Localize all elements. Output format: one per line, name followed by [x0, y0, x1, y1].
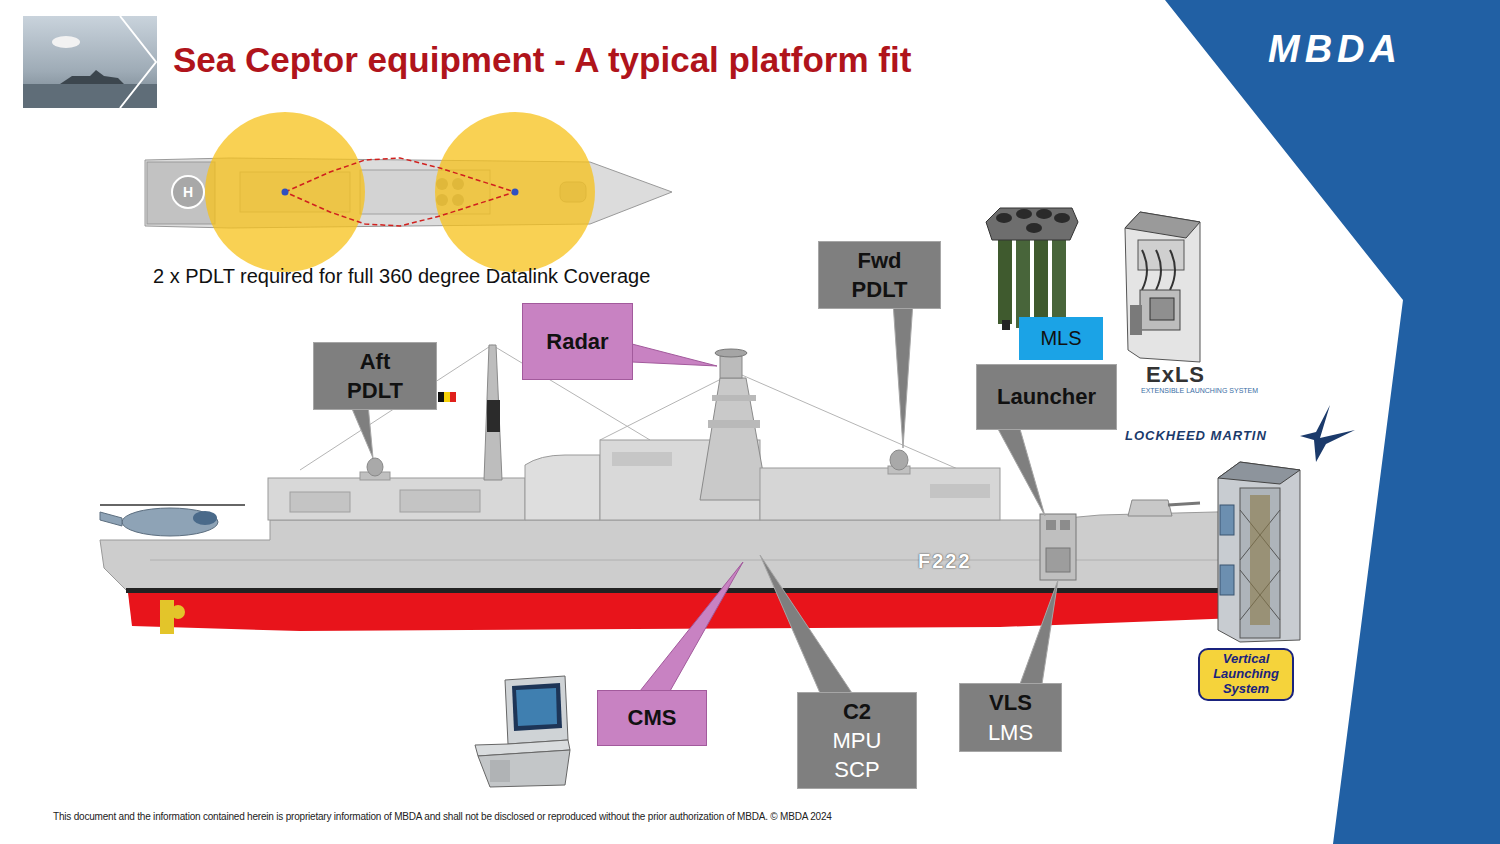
callout-box: MLS	[1019, 317, 1103, 360]
vls-logo: Vertical Launching System	[1198, 648, 1294, 701]
callout-box: Fwd PDLT	[818, 241, 941, 309]
ship-top-view	[145, 112, 672, 272]
coverage-note: 2 x PDLT required for full 360 degree Da…	[153, 265, 650, 288]
ship-side-view	[100, 345, 1292, 634]
callout-text: Radar	[546, 327, 608, 356]
callout-pointers	[350, 302, 1058, 693]
callout-box: Radar	[522, 303, 633, 380]
exls-logo: ExLS	[1146, 362, 1205, 388]
hull-number: F222	[918, 550, 972, 573]
callout-text: LMS	[988, 718, 1033, 747]
footer-note: This document and the information contai…	[53, 811, 832, 822]
brand-band	[1165, 0, 1500, 844]
mk41-vls-module	[1218, 462, 1300, 642]
exls-launcher	[1125, 212, 1200, 362]
callout-text: Fwd PDLT	[852, 246, 908, 304]
callout-text: Aft PDLT	[347, 347, 403, 405]
cms-console	[475, 676, 570, 787]
callout-text: VLS	[989, 688, 1032, 717]
slide-title: Sea Ceptor equipment - A typical platfor…	[173, 40, 911, 80]
lockheed-logo: LOCKHEED MARTIN	[1125, 428, 1267, 443]
thumbnail	[23, 16, 157, 108]
callout-text: Launcher	[997, 382, 1096, 411]
callout-text: MLS	[1040, 325, 1081, 351]
callout-box: CMS	[597, 690, 707, 746]
callout-box: VLSLMS	[959, 683, 1062, 752]
brand-logo: MBDA	[1268, 28, 1402, 71]
exls-subtitle: EXTENSIBLE LAUNCHING SYSTEM	[1141, 387, 1258, 394]
callout-box: Launcher	[976, 364, 1117, 430]
callout-text: CMS	[628, 703, 677, 732]
callout-box: C2MPU SCP	[797, 692, 917, 789]
mls-launcher	[986, 208, 1078, 330]
helipad-mark: H	[183, 184, 193, 200]
lockheed-star	[1300, 405, 1355, 462]
callout-text: C2	[843, 697, 871, 726]
callout-text: MPU SCP	[833, 726, 882, 784]
callout-box: Aft PDLT	[313, 342, 437, 410]
